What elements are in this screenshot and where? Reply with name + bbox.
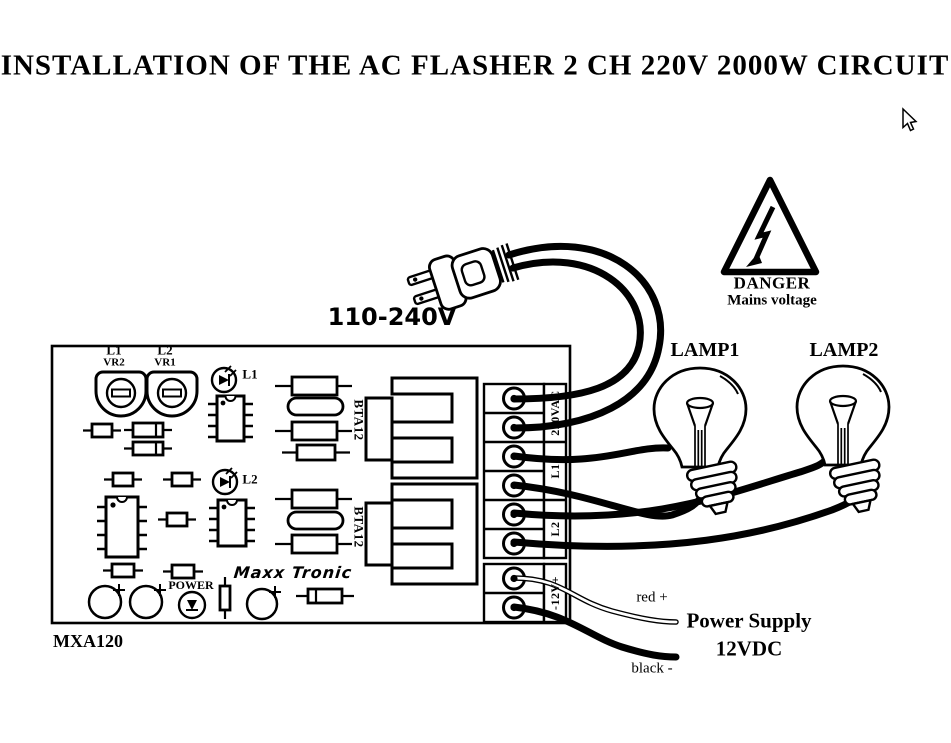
lamp1-label: LAMP1 xyxy=(670,339,740,361)
capacitors xyxy=(87,584,281,621)
pot1-ref-label: VR2 xyxy=(103,356,125,369)
dc-black-wire xyxy=(510,603,680,661)
lamp2-label: LAMP2 xyxy=(809,339,879,361)
pot2-ref-label: VR1 xyxy=(154,356,176,369)
black-wire-label: black - xyxy=(631,660,673,677)
power-supply-voltage: 12VDC xyxy=(715,636,783,661)
brand-logo: Maxx Tronic xyxy=(232,563,354,582)
mains-voltage-label: 110-240V xyxy=(327,303,457,331)
led-l1-icon xyxy=(210,364,238,394)
terminal-ac-label: 220VAC xyxy=(548,390,562,436)
led-l2-icon xyxy=(211,466,239,496)
triac2-label: BTA12 xyxy=(351,506,367,548)
ic-chip-2 xyxy=(209,498,255,548)
ic-chip-1 xyxy=(208,394,253,443)
mains-wire-2 xyxy=(509,258,644,403)
mouse-cursor-icon xyxy=(902,107,918,132)
wires xyxy=(505,242,868,661)
terminal-l1-label: L1 xyxy=(548,463,562,479)
pot2-channel-label: L2 xyxy=(157,342,173,358)
ic-chip-3 xyxy=(97,495,147,559)
mains-voltage-warning: Mains voltage xyxy=(727,292,817,309)
triac1-label: BTA12 xyxy=(351,399,367,441)
terminal-screw-dots xyxy=(510,394,518,612)
danger-label: DANGER xyxy=(733,273,811,293)
resistors xyxy=(83,375,354,619)
triac-2 xyxy=(364,482,479,586)
led2-label: L2 xyxy=(242,471,258,487)
terminal-dc-label: -12V+ xyxy=(548,576,562,610)
power-led-icon xyxy=(177,590,207,620)
lamp1-bulb-icon xyxy=(652,366,748,520)
terminal-l2-label: L2 xyxy=(548,521,562,537)
lamp2-bulb-icon xyxy=(795,364,891,518)
lamp1-wire-1 xyxy=(510,444,672,464)
lamp2-wire-1 xyxy=(510,454,832,520)
page-title: INSTALLATION OF THE AC FLASHER 2 CH 220V… xyxy=(0,49,950,82)
pot1-channel-label: L1 xyxy=(106,342,122,358)
power-supply-label: Power Supply xyxy=(686,608,812,633)
triac-1 xyxy=(364,376,479,480)
danger-triangle-icon xyxy=(720,176,820,276)
ac-plug-icon xyxy=(406,243,520,311)
potentiometer-vr1 xyxy=(145,370,199,418)
mains-wire-1 xyxy=(505,242,665,432)
power-led-label: POWER xyxy=(168,578,214,592)
led1-label: L1 xyxy=(242,366,258,382)
potentiometer-vr2 xyxy=(94,370,148,418)
board-model-label: MXA120 xyxy=(53,631,123,651)
red-wire-label: red + xyxy=(636,589,668,606)
